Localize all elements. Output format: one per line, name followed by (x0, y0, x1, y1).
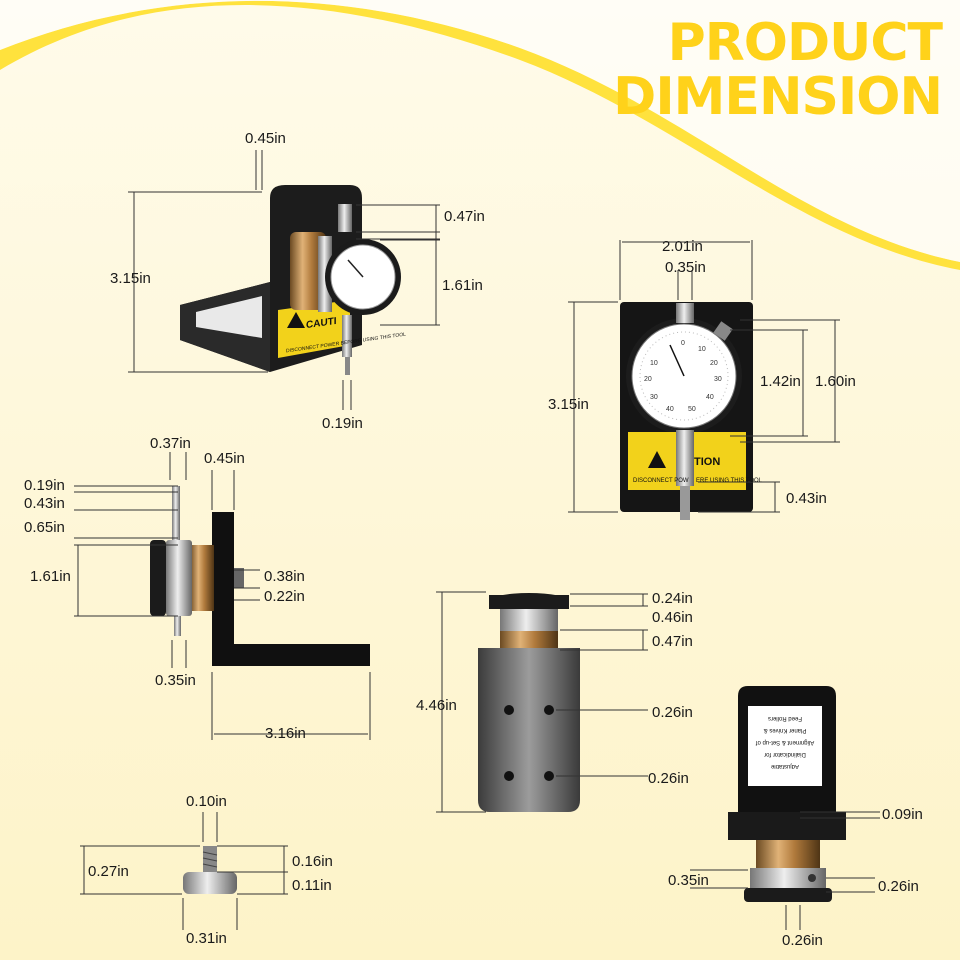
dial-number: 40 (666, 406, 674, 413)
sticker-line: Planer Knives & (763, 727, 807, 733)
sticker-line: Feed Rollers (768, 715, 803, 721)
dimension-label: 0.35in (155, 672, 196, 689)
sticker-line: Adjustable (770, 763, 800, 769)
dial-number: 50 (688, 406, 696, 413)
view-perspective (180, 185, 401, 375)
dimension-label: 0.35in (668, 872, 709, 889)
dimension-label: 4.46in (416, 697, 457, 714)
dimension-label: 0.27in (88, 863, 129, 880)
dimension-label: 0.43in (24, 495, 65, 512)
dimension-label: 0.10in (186, 793, 227, 810)
view-front (620, 302, 753, 520)
title-line-dimension: DIMENSION (613, 67, 943, 127)
view-front-dimension-lines (568, 240, 840, 513)
caution-label-back: TION (694, 456, 721, 468)
disconnect-label-back-end: ERE USING THIS TOOL (696, 478, 763, 484)
view-back-plate-dimension-lines (436, 591, 648, 813)
dimension-label: 0.11in (292, 877, 332, 894)
dimension-label: 1.42in (760, 373, 801, 390)
view-thumb-screw-dimension-lines (80, 812, 288, 930)
dimension-label: 0.46in (652, 609, 693, 626)
dimension-label: 0.31in (186, 930, 227, 947)
dimension-label: 0.45in (204, 450, 245, 467)
dimension-label: 1.60in (815, 373, 856, 390)
dimension-label: 0.19in (24, 477, 65, 494)
view-thumb-screw (183, 846, 237, 894)
dimension-label: 0.35in (665, 259, 706, 276)
dial-number: 20 (644, 376, 652, 383)
dimension-label: 0.43in (786, 490, 827, 507)
dimension-label: 0.26in (782, 932, 823, 949)
instruction-sticker: Adjustable Dialindicator for Alignment &… (752, 712, 818, 772)
dimension-label: 0.09in (882, 806, 923, 823)
dimension-label: 0.45in (245, 130, 286, 147)
dial-number: 10 (698, 346, 706, 353)
dial-number: 30 (650, 394, 658, 401)
sticker-line: Dialindicator for (764, 751, 806, 757)
dimension-label: 0.24in (652, 590, 693, 607)
dimension-label: 3.16in (265, 725, 306, 742)
dimension-label: 1.61in (30, 568, 71, 585)
view-perspective-dimension-lines (128, 150, 440, 410)
dimension-label: 0.16in (292, 853, 333, 870)
view-rear-perspective-dimension-lines (690, 811, 880, 930)
disconnect-label-back: DISCONNECT POW (633, 478, 689, 484)
dimension-label: 0.37in (150, 435, 191, 452)
dial-number: 10 (650, 360, 658, 367)
dimension-label: 1.61in (442, 277, 483, 294)
view-rear-perspective (728, 686, 846, 902)
dimension-label: 0.26in (652, 704, 693, 721)
dimension-label: 0.47in (652, 633, 693, 650)
title-line-product: PRODUCT (667, 13, 943, 73)
dimension-label: 3.15in (110, 270, 151, 287)
view-side-dimension-lines (74, 452, 371, 740)
dial-number: 30 (714, 376, 722, 383)
dimension-label: 2.01in (662, 238, 703, 255)
dimension-label: 3.15in (548, 396, 589, 413)
dimension-label: 0.19in (322, 415, 363, 432)
dial-number: 40 (706, 394, 714, 401)
dimension-label: 0.22in (264, 588, 305, 605)
dimension-label: 0.26in (878, 878, 919, 895)
dial-number: 0 (681, 340, 685, 347)
view-side (150, 486, 370, 666)
dimension-label: 0.65in (24, 519, 65, 536)
view-back-plate (478, 593, 580, 812)
dimension-label: 0.47in (444, 208, 485, 225)
dimension-label: 0.38in (264, 568, 305, 585)
dial-face-numbers: 0 10 20 30 40 50 40 30 20 10 (640, 336, 730, 420)
sticker-line: Alignment & Set-up of (755, 739, 815, 745)
dial-number: 20 (710, 360, 718, 367)
dimension-label: 0.26in (648, 770, 689, 787)
page-title: PRODUCT DIMENSION (613, 13, 943, 127)
